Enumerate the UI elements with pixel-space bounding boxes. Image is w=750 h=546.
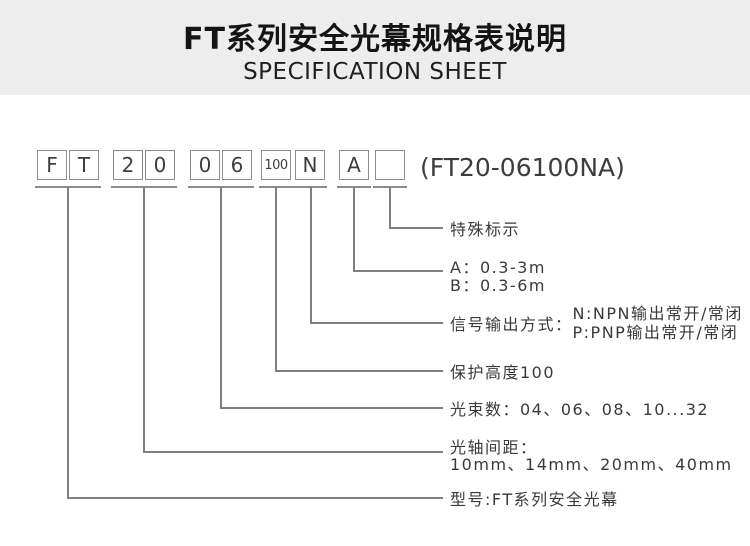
code-box-n: N	[295, 150, 325, 180]
connector-height-v	[275, 187, 277, 372]
connector-height-h	[275, 370, 443, 372]
callout-output: 信号输出方式： N:NPN输出常开/常闭 P:PNP输出常开/常闭	[450, 304, 743, 342]
header-band: FT系列安全光幕规格表说明 SPECIFICATION SHEET	[0, 0, 750, 95]
code-box-2: 2	[113, 150, 143, 180]
connector-output-v	[310, 187, 312, 324]
callout-model: 型号:FT系列安全光幕	[450, 490, 619, 509]
underline-a	[337, 186, 371, 188]
code-box-a: A	[339, 150, 369, 180]
code-box-f: F	[37, 150, 67, 180]
callout-range-b: B：0.3-6m	[450, 276, 546, 295]
connector-beams-h	[220, 407, 443, 409]
page-title: FT系列安全光幕规格表说明	[183, 22, 567, 57]
underline-empty	[373, 186, 407, 188]
code-box-0a: 0	[145, 150, 175, 180]
connector-model-h	[67, 497, 443, 499]
connector-special-v	[389, 187, 391, 229]
callout-output-label: 信号输出方式：	[450, 315, 573, 334]
connector-range-h	[353, 270, 443, 272]
code-box-0b: 0	[190, 150, 220, 180]
code-box-6: 6	[222, 150, 252, 180]
callout-output-pnp: P:PNP输出常开/常闭	[572, 323, 739, 342]
underline-20	[111, 186, 177, 188]
connector-special-h	[389, 227, 443, 229]
connector-pitch-h	[143, 451, 443, 453]
underline-06	[188, 186, 254, 188]
callout-range-a: A：0.3-3m	[450, 258, 546, 277]
callout-special-mark: 特殊标示	[450, 220, 521, 239]
page-subtitle: SPECIFICATION SHEET	[243, 59, 507, 85]
code-box-100: 100	[261, 150, 291, 180]
callout-output-options: N:NPN输出常开/常闭 P:PNP输出常开/常闭	[573, 304, 743, 342]
callout-protect-height: 保护高度100	[450, 363, 556, 382]
underline-ft	[35, 186, 101, 188]
connector-model-v	[67, 187, 69, 499]
callout-pitch-values: 10mm、14mm、20mm、40mm	[450, 455, 733, 474]
reference-code: (FT20-06100NA)	[420, 153, 625, 182]
underline-n	[293, 186, 327, 188]
connector-output-h	[310, 322, 443, 324]
connector-pitch-v	[143, 187, 145, 453]
callout-output-npn: N:NPN输出常开/常闭	[572, 304, 743, 323]
connector-beams-v	[220, 187, 222, 409]
code-box-empty	[375, 150, 405, 180]
connector-range-v	[353, 187, 355, 272]
code-box-t: T	[69, 150, 99, 180]
callout-pitch-label: 光轴间距：	[450, 438, 538, 457]
callout-beam-count: 光束数：04、06、08、10...32	[450, 400, 710, 419]
underline-100	[259, 186, 293, 188]
